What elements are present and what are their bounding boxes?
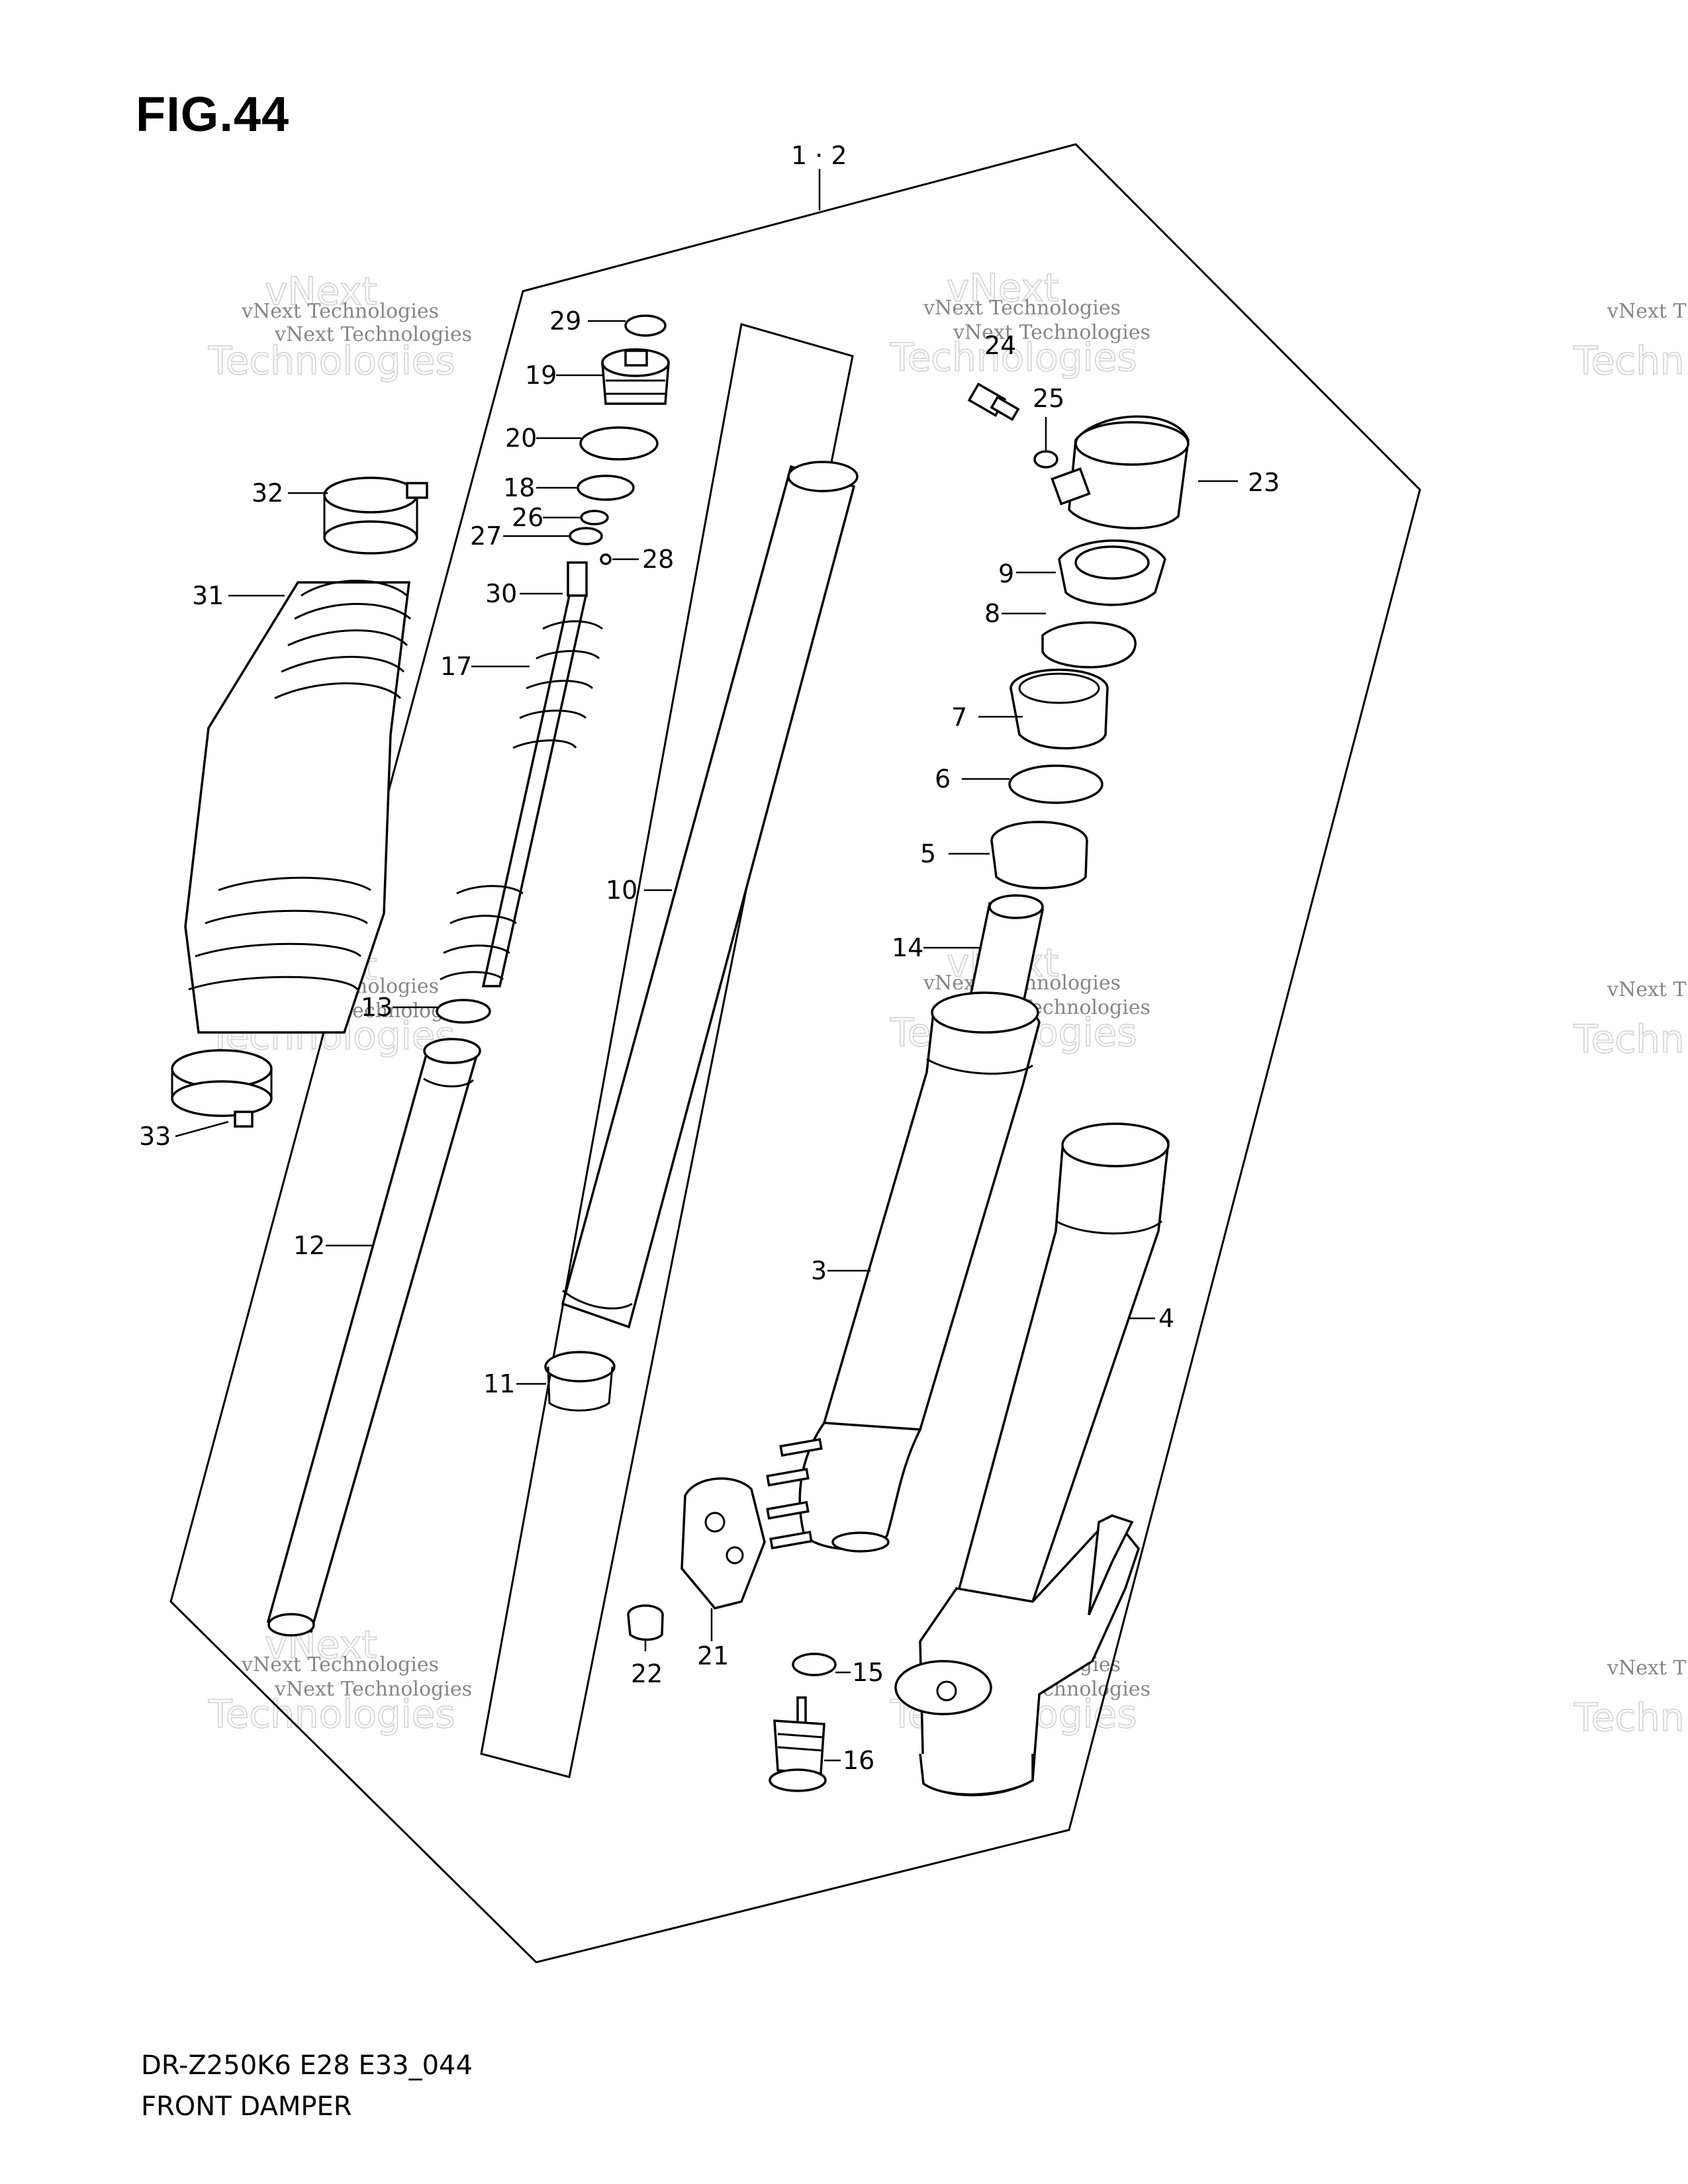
dust-boot-31 — [184, 580, 411, 1034]
watermark-outline-word: vNext — [265, 269, 377, 314]
part-18-shape — [577, 475, 635, 501]
label-16: 16 — [843, 1746, 874, 1775]
outer-tube-3 — [766, 991, 1041, 1553]
label-4: 4 — [1158, 1304, 1174, 1333]
watermark-bottom-left: vNext vNext Technologies vNext Technolog… — [207, 1621, 472, 1737]
label-31: 31 — [192, 581, 224, 610]
watermark-partial: vNext T — [1607, 1657, 1686, 1680]
assembly-boundary — [169, 143, 1421, 1964]
stopper-ring-8 — [1041, 621, 1137, 668]
part-26-shape — [580, 510, 609, 525]
bolt-24 — [967, 382, 1020, 422]
model-code: DR-Z250K6 E28 E33_044 — [141, 2050, 473, 2081]
label-21: 21 — [697, 1641, 729, 1670]
label-10: 10 — [606, 876, 637, 905]
watermark-partial-word: Techn — [1573, 1695, 1685, 1740]
air-valve-16 — [769, 1696, 827, 1792]
bush-5 — [990, 821, 1088, 889]
label-5: 5 — [920, 839, 936, 868]
part-27-shape — [569, 527, 603, 545]
watermark-outline-word: vNext — [947, 265, 1058, 310]
watermark-company: vNext Technologies — [241, 300, 439, 323]
watermark-partial: vNext T — [1607, 978, 1686, 1001]
part-13-shape — [436, 999, 491, 1024]
cylinder-12 — [266, 1038, 481, 1637]
watermark-company: vNext Technologies — [923, 296, 1121, 320]
label-33: 33 — [139, 1122, 171, 1151]
label-17: 17 — [440, 652, 472, 681]
lower-tube-4 — [894, 1122, 1170, 1797]
watermark-partial-word: Techn — [1573, 1017, 1685, 1062]
diagram-caption: FRONT DAMPER — [141, 2091, 352, 2122]
boot-clamp-33 — [171, 1049, 273, 1128]
washer-6 — [1008, 764, 1103, 804]
watermark-company: vNext Technologies — [953, 321, 1150, 344]
nut-22 — [627, 1604, 664, 1641]
watermark-mid-right: vNext T Techn — [1573, 978, 1686, 1062]
label-6: 6 — [935, 764, 951, 794]
label-25: 25 — [1033, 384, 1064, 413]
watermark-outline-word2: Technologies — [208, 1692, 455, 1737]
oil-seal-9 — [1058, 539, 1166, 606]
label-19: 19 — [525, 361, 557, 390]
watermark-outline-word2: Technologies — [208, 338, 455, 383]
watermark-group: vNext vNext Technologies vNext Technolog… — [207, 265, 1686, 1741]
label-13: 13 — [361, 993, 393, 1022]
label-24: 24 — [984, 331, 1016, 360]
slide-bush-14 — [968, 894, 1045, 1007]
watermark-company: vNext Technologies — [241, 1653, 439, 1676]
label-30: 30 — [485, 579, 517, 608]
part-11-shape — [544, 1351, 616, 1383]
watermark-partial: vNext T — [1607, 300, 1686, 323]
bush-7 — [1009, 668, 1109, 750]
label-9: 9 — [998, 559, 1014, 588]
inner-tube-outline — [480, 323, 854, 1778]
label-18: 18 — [503, 473, 535, 502]
figure-title: FIG.44 — [136, 87, 290, 142]
label-27: 27 — [470, 522, 502, 551]
bracket-23 — [1051, 415, 1190, 529]
boot-clamp-32 — [323, 477, 428, 555]
label-20: 20 — [505, 424, 537, 453]
label-7: 7 — [951, 703, 967, 732]
label-28: 28 — [642, 545, 674, 574]
part-28-shape — [600, 553, 612, 565]
damper-rod-with-spring — [436, 594, 603, 1024]
inner-tube-10 — [544, 461, 859, 1412]
part-30-shape — [567, 561, 588, 597]
watermark-company: vNext Technologies — [274, 323, 472, 346]
label-12: 12 — [293, 1231, 325, 1260]
label-29: 29 — [549, 306, 581, 336]
label-3: 3 — [811, 1256, 827, 1285]
label-32: 32 — [252, 478, 283, 508]
label-11: 11 — [483, 1369, 515, 1398]
watermark-top-right: vNext T Techn — [1573, 300, 1686, 384]
watermark-outline-word2: Technologies — [890, 335, 1137, 380]
label-15: 15 — [852, 1658, 884, 1687]
label-23: 23 — [1248, 468, 1280, 497]
watermark-bottom-right: vNext T Techn — [1573, 1657, 1686, 1741]
part-20-shape — [579, 426, 659, 461]
leader-line — [175, 1120, 229, 1138]
label-8: 8 — [984, 599, 1000, 628]
watermark-top-left: vNext vNext Technologies vNext Technolog… — [207, 268, 472, 384]
gasket-15 — [792, 1653, 837, 1676]
part-labels: 1 · 2 3 4 5 6 7 8 9 10 11 12 13 — [139, 141, 1280, 1775]
watermark-company: vNext Technologies — [274, 1678, 472, 1701]
label-22: 22 — [631, 1659, 663, 1688]
label-1-2: 1 · 2 — [791, 141, 847, 170]
part-29-shape — [624, 314, 667, 337]
watermark-partial-word: Techn — [1573, 338, 1685, 383]
watermark-top-center: vNext vNext Technologies vNext Technolog… — [889, 265, 1150, 381]
label-26: 26 — [512, 503, 543, 532]
clamp-21 — [680, 1477, 766, 1610]
part-25-shape — [1033, 450, 1058, 469]
label-14: 14 — [892, 933, 923, 962]
